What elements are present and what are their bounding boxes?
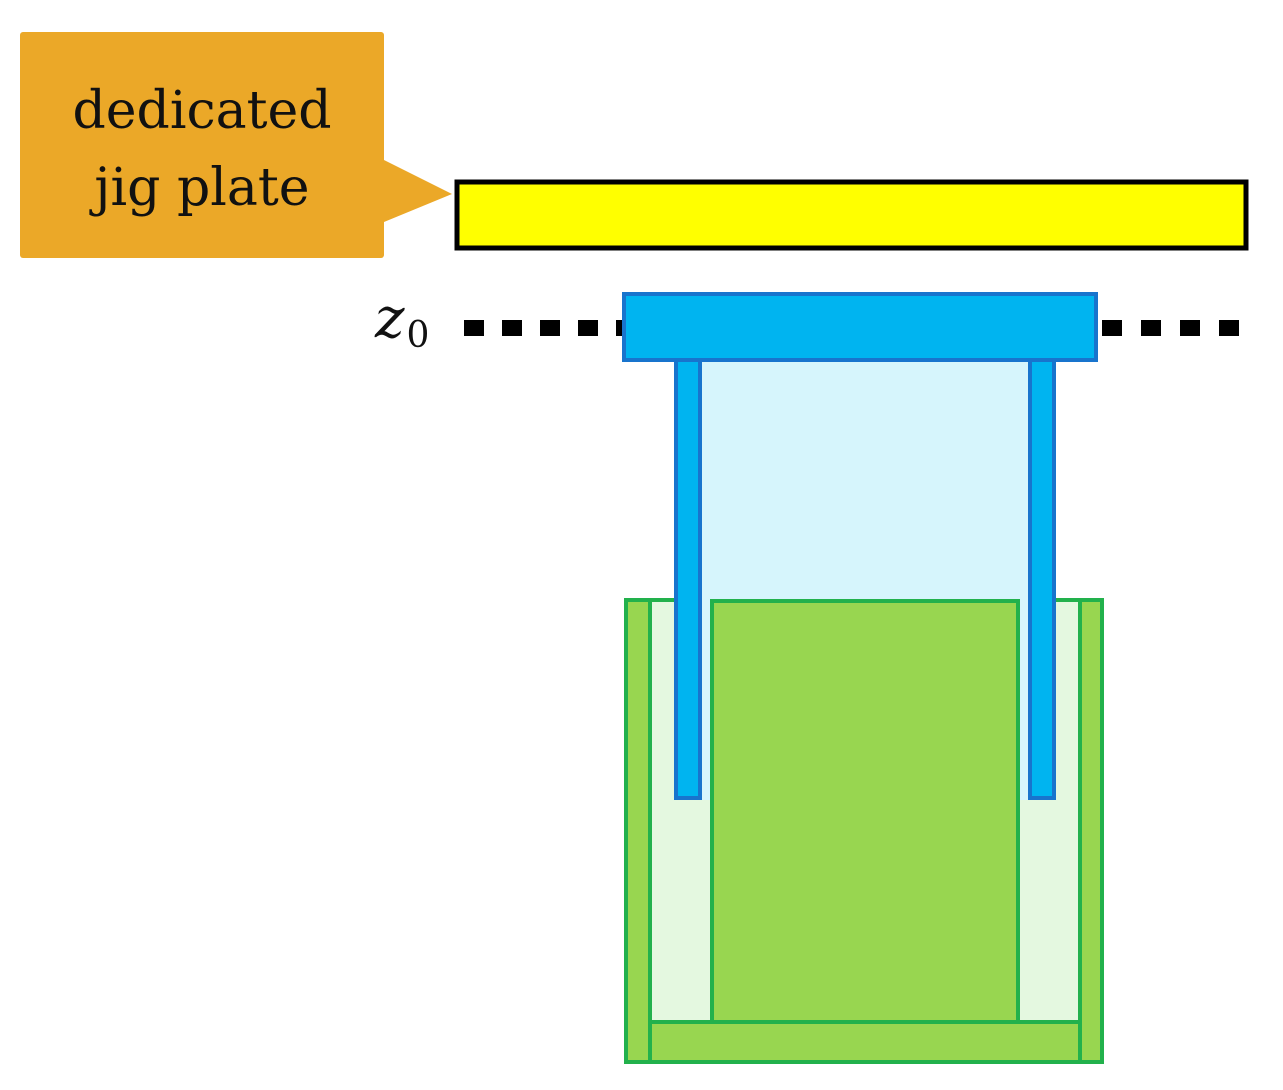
callout-box — [20, 32, 384, 258]
jig-plate — [454, 179, 1249, 251]
blue-part-left-leg — [674, 356, 702, 800]
callout-line-2: jig plate — [89, 158, 309, 218]
blue-part-right-leg — [1028, 356, 1056, 800]
z-symbol: z — [374, 286, 405, 351]
z-subscript: 0 — [407, 315, 430, 356]
green-container-bottom — [648, 1020, 1082, 1064]
blue-part-top — [622, 292, 1098, 362]
svg-text:z0: z0 — [374, 286, 429, 356]
callout: dedicated jig plate — [20, 32, 452, 258]
green-container-right-wall — [1078, 598, 1104, 1064]
callout-pointer — [384, 160, 452, 222]
z0-label: z0 — [374, 286, 429, 356]
green-inner-block — [710, 599, 1020, 1024]
green-container-left-wall — [624, 598, 652, 1064]
callout-line-1: dedicated — [72, 81, 331, 141]
